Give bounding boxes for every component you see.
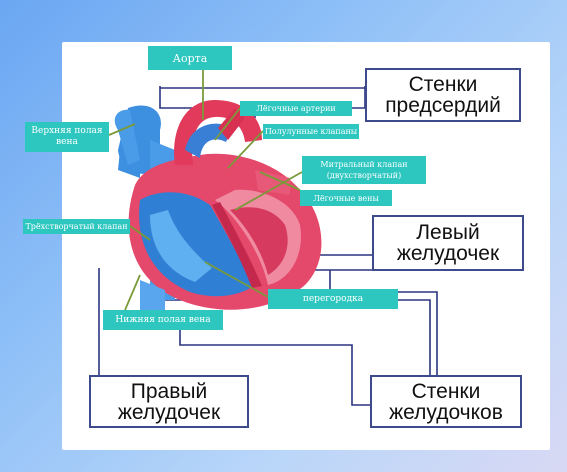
label-semilunar-valves: Полулунные клапаны [263,124,359,139]
label-pulmonary-arteries: Лёгочные артерии [240,101,352,116]
box-atria-walls-text: Стенки предсердий [385,73,501,117]
box-left-ventricle: Левый желудочек [372,215,524,271]
label-superior-vena-cava: Верхняя полая вена [25,122,109,152]
box-ventricle-walls: Стенки желудочков [370,375,522,428]
box-right-ventricle-text: Правый желудочек [117,379,221,424]
pointer-lines [108,70,303,311]
label-pulmonary-veins: Лёгочные вены [300,190,392,206]
label-septum: перегородка [268,289,398,309]
label-inferior-vena-cava: Нижняя полая вена [103,310,223,330]
heart-illustration [114,100,322,310]
box-right-ventricle: Правый желудочек [89,375,249,428]
box-ventricle-walls-text: Стенки желудочков [389,379,503,424]
label-mitral-valve: Митральный клапан (двухстворчатый) [302,156,426,184]
label-tricuspid-valve: Трёхстворчатый клапан [23,219,130,234]
box-left-ventricle-text: Левый желудочек [396,221,500,265]
box-atria-walls: Стенки предсердий [365,68,521,122]
label-aorta: Аорта [148,46,232,70]
